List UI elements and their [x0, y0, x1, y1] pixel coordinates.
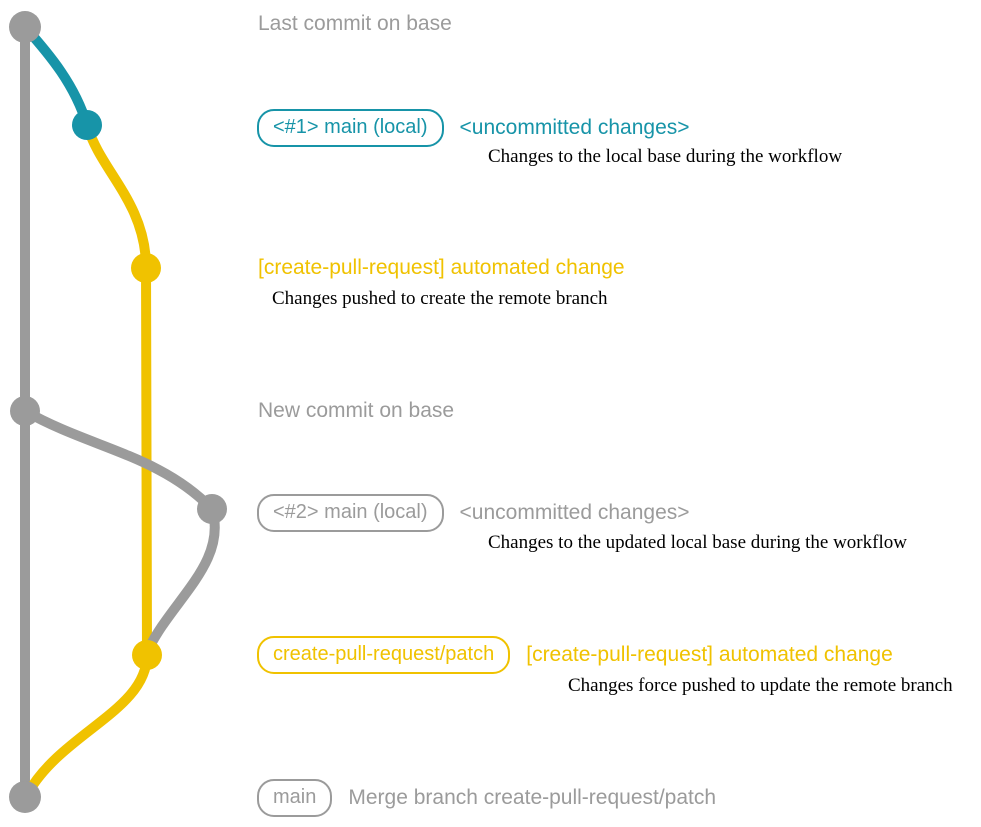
branch-patch-line [82, 120, 152, 660]
caption-updated-local-base-changes: Changes to the updated local base during… [488, 532, 907, 553]
branch-local-main-2-line [20, 406, 220, 655]
caption-remote-branch-updated: Changes force pushed to update the remot… [568, 675, 953, 696]
git-graph [9, 11, 227, 813]
commit-node-uncommitted-changes-2 [197, 494, 227, 524]
caption-remote-branch-created: Changes pushed to create the remote bran… [272, 288, 608, 309]
note-automated-change-2: [create-pull-request] automated change [526, 643, 893, 666]
annotation-patch-branch: create-pull-request/patch [create-pull-r… [257, 636, 893, 674]
annotation-main-local-2: <#2> main (local) <uncommitted changes> [257, 494, 690, 532]
commit-node-automated-change-1 [131, 253, 161, 283]
badge-create-pull-request-patch: create-pull-request/patch [257, 636, 511, 674]
annotation-main-local-1: <#1> main (local) <uncommitted changes> [257, 109, 690, 147]
annotation-new-commit-on-base: New commit on base [258, 399, 455, 422]
commit-node-uncommitted-changes-1 [72, 110, 102, 140]
label-automated-change-1: [create-pull-request] automated change [258, 256, 625, 279]
branch-local-main-line [20, 22, 92, 130]
note-uncommitted-changes-2: <uncommitted changes> [459, 501, 690, 524]
annotation-last-commit-on-base: Last commit on base [258, 12, 452, 35]
badge-main-local-2: <#2> main (local) [257, 494, 444, 532]
caption-local-base-changes: Changes to the local base during the wor… [488, 146, 843, 167]
annotation-merge: main Merge branch create-pull-request/pa… [257, 779, 716, 817]
note-uncommitted-changes-1: <uncommitted changes> [459, 116, 690, 139]
badge-main: main [257, 779, 333, 817]
commit-node-new-commit-on-base [10, 396, 40, 426]
commit-node-automated-change-2 [132, 640, 162, 670]
commit-node-last-commit-on-base [9, 11, 41, 43]
badge-main-local-1: <#1> main (local) [257, 109, 444, 147]
branch-patch-merge-line [23, 650, 152, 798]
note-merge-branch: Merge branch create-pull-request/patch [348, 786, 717, 809]
commit-node-merge-commit [9, 781, 41, 813]
